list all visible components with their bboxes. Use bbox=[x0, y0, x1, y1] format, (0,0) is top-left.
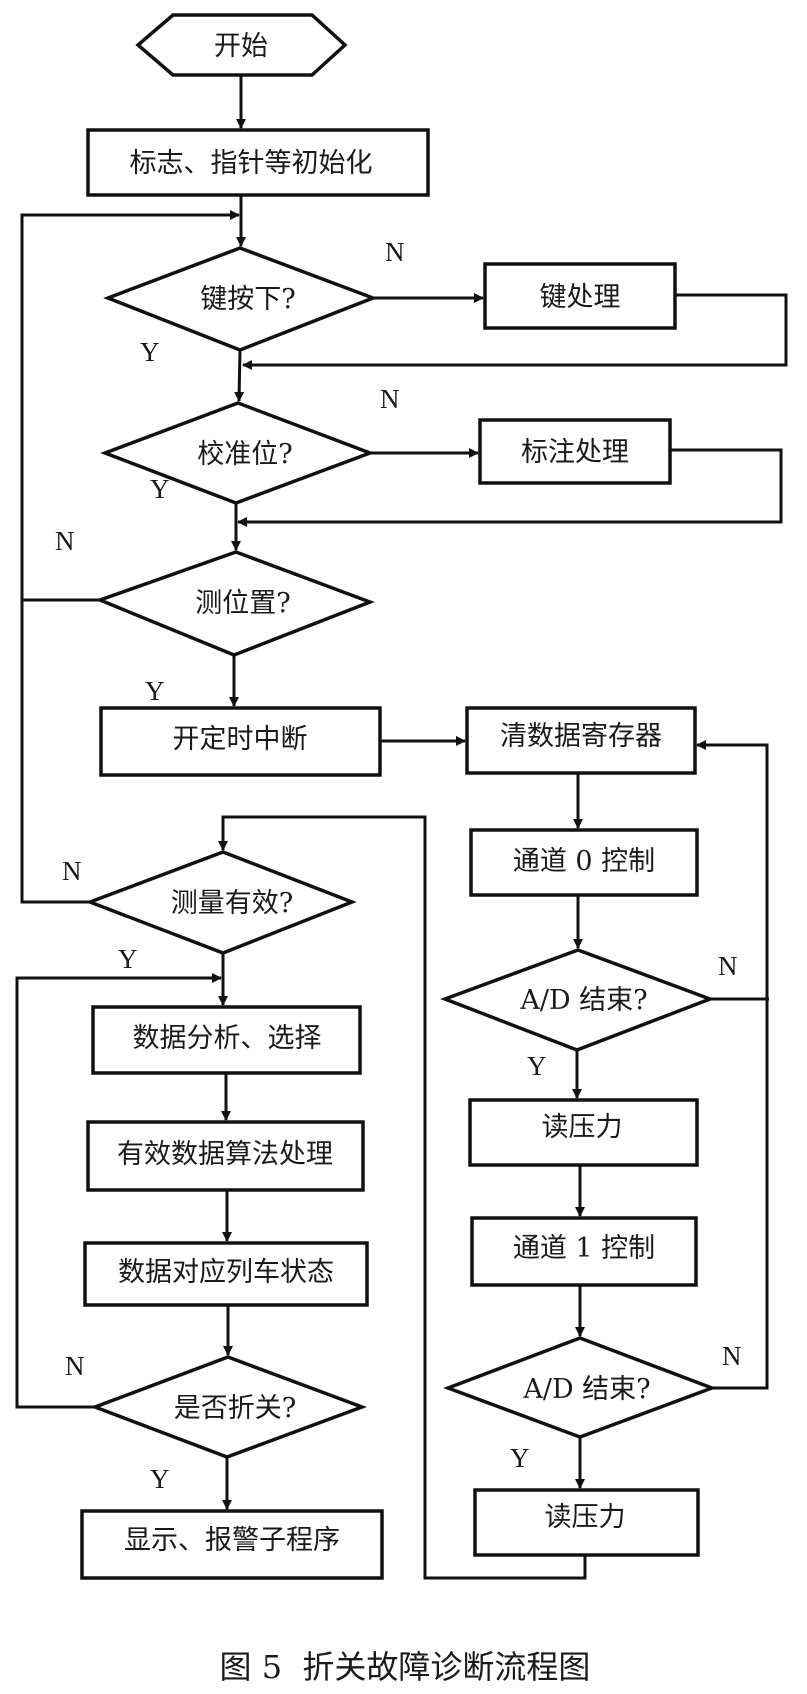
figure-caption: 图 5 折关故障诊断流程图 bbox=[220, 1648, 591, 1686]
return-ad-loop bbox=[696, 740, 769, 1390]
branch-labels: N Y N Y N Y N Y N Y N Y N Y bbox=[55, 237, 742, 1494]
timer-int-box bbox=[99, 706, 382, 777]
key-yes-label: Y bbox=[140, 337, 160, 367]
calibrate-diamond bbox=[100, 401, 375, 505]
start-label: 开始 bbox=[214, 31, 268, 62]
key-handle-label: 键处理 bbox=[540, 282, 621, 313]
node-key-handle: 键处理 bbox=[483, 262, 677, 330]
node-ch0: 通道 0 控制 bbox=[469, 828, 699, 897]
ad1-no-label: N bbox=[718, 951, 738, 981]
node-data-analysis: 数据分析、选择 bbox=[91, 1005, 362, 1075]
node-measure-pos: 测位置? bbox=[95, 550, 375, 657]
algo-box bbox=[86, 1120, 365, 1192]
ad1-yes-label: Y bbox=[527, 1051, 547, 1081]
loop-back-main bbox=[20, 210, 240, 600]
ad2-yes-label: Y bbox=[510, 1443, 530, 1473]
init-box bbox=[86, 128, 430, 197]
pos-yes-label: Y bbox=[145, 676, 165, 706]
node-start: 开始 bbox=[135, 13, 348, 77]
ad-done-1-label: A/D 结束? bbox=[519, 985, 647, 1016]
node-ad-done-1: A/D 结束? bbox=[440, 948, 715, 1052]
read-p1-box bbox=[468, 1098, 699, 1167]
fold-yes-label: Y bbox=[150, 1464, 170, 1494]
calibrate-label: 校准位? bbox=[197, 439, 292, 470]
return-key-handle bbox=[242, 293, 788, 370]
ad-done-1-diamond bbox=[440, 948, 715, 1052]
start-terminator bbox=[135, 13, 348, 77]
measure-yes-label: Y bbox=[118, 944, 138, 974]
connectors bbox=[15, 75, 788, 1580]
data-analysis-box bbox=[91, 1005, 362, 1075]
fold-no-label: N bbox=[65, 1351, 85, 1381]
key-handle-box bbox=[483, 262, 677, 330]
cal-no-label: N bbox=[380, 384, 400, 414]
ad2-no-label: N bbox=[722, 1341, 742, 1371]
arrow-key-yes bbox=[234, 349, 245, 402]
measure-pos-label: 测位置? bbox=[195, 588, 290, 619]
ad-done-2-diamond bbox=[443, 1336, 717, 1439]
return-read2-measure bbox=[218, 815, 587, 1580]
data-analysis-label: 数据分析、选择 bbox=[133, 1023, 322, 1054]
cal-yes-label: Y bbox=[150, 474, 170, 504]
measure-no-label: N bbox=[62, 856, 82, 886]
node-fold-check: 是否折关? bbox=[90, 1355, 368, 1459]
node-clear-reg: 清数据寄存器 bbox=[465, 706, 697, 775]
train-state-label: 数据对应列车状态 bbox=[118, 1257, 334, 1288]
clear-reg-label: 清数据寄存器 bbox=[500, 721, 662, 752]
read-p1-label: 读压力 bbox=[542, 1112, 623, 1143]
ch1-label: 通道 1 控制 bbox=[513, 1233, 655, 1264]
display-label: 显示、报警子程序 bbox=[124, 1525, 340, 1556]
node-key-pressed: 键按下? bbox=[103, 246, 378, 352]
key-pressed-label: 键按下? bbox=[200, 284, 295, 315]
measure-valid-diamond bbox=[85, 850, 357, 955]
clear-reg-box bbox=[465, 706, 697, 775]
measure-pos-diamond bbox=[95, 550, 375, 657]
node-mark-handle: 标注处理 bbox=[478, 418, 672, 485]
algo-label: 有效数据算法处理 bbox=[117, 1139, 333, 1170]
node-ch1: 通道 1 控制 bbox=[470, 1216, 698, 1287]
node-timer-int: 开定时中断 bbox=[99, 706, 382, 777]
mark-handle-box bbox=[478, 418, 672, 485]
node-measure-valid: 测量有效? bbox=[85, 850, 357, 955]
init-label: 标志、指针等初始化 bbox=[130, 148, 373, 179]
key-pressed-diamond bbox=[103, 246, 378, 352]
fold-check-label: 是否折关? bbox=[174, 1393, 296, 1424]
node-algo: 有效数据算法处理 bbox=[86, 1120, 365, 1192]
node-calibrate: 校准位? bbox=[100, 401, 375, 505]
node-display: 显示、报警子程序 bbox=[80, 1509, 384, 1580]
train-state-box bbox=[83, 1241, 369, 1307]
pos-no-label: N bbox=[55, 526, 75, 556]
loop-back-fold bbox=[15, 973, 222, 1409]
node-read-p1: 读压力 bbox=[468, 1098, 699, 1167]
node-read-p2: 读压力 bbox=[473, 1488, 700, 1557]
ad-done-2-label: A/D 结束? bbox=[522, 1374, 650, 1405]
mark-handle-label: 标注处理 bbox=[521, 437, 629, 468]
ch0-box bbox=[469, 828, 699, 897]
key-no-label: N bbox=[385, 237, 405, 267]
return-mark-handle bbox=[237, 448, 783, 527]
node-init: 标志、指针等初始化 bbox=[86, 128, 430, 197]
ch1-box bbox=[470, 1216, 698, 1287]
timer-int-label: 开定时中断 bbox=[173, 724, 308, 755]
display-box bbox=[80, 1509, 384, 1580]
measure-valid-label: 测量有效? bbox=[171, 888, 293, 919]
fold-check-diamond bbox=[90, 1355, 368, 1459]
read-p2-box bbox=[473, 1488, 700, 1557]
node-train-state: 数据对应列车状态 bbox=[83, 1241, 369, 1307]
read-p2-label: 读压力 bbox=[545, 1502, 626, 1533]
ch0-label: 通道 0 控制 bbox=[513, 846, 655, 877]
node-ad-done-2: A/D 结束? bbox=[443, 1336, 717, 1439]
line-measure-no bbox=[20, 600, 90, 904]
